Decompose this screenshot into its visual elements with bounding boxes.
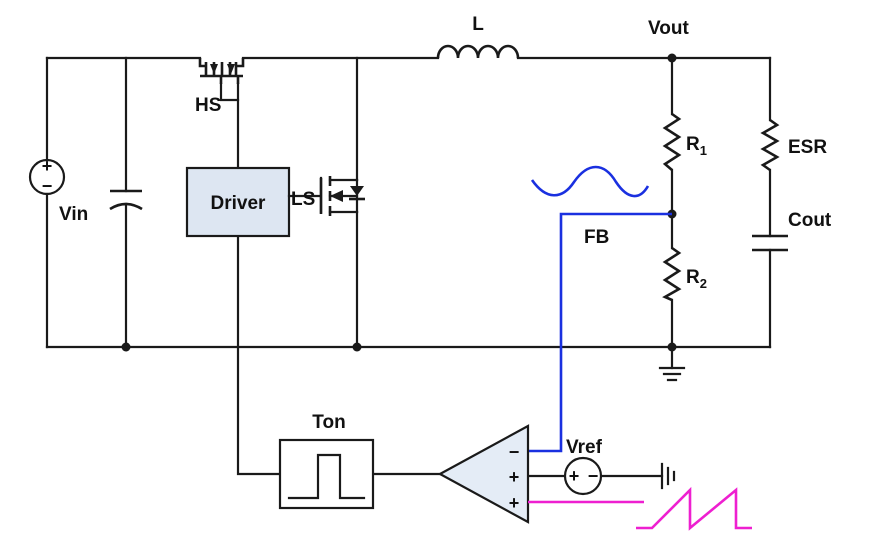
resistor-esr	[760, 118, 780, 172]
feedback-path	[528, 165, 672, 453]
inductor	[436, 44, 520, 59]
ls-mosfet	[287, 176, 365, 216]
svg-text:+: +	[509, 467, 520, 487]
hs-mosfet	[198, 58, 245, 84]
fb-label: FB	[584, 227, 609, 248]
svg-text:+: +	[42, 156, 53, 176]
ramp-sawtooth-waveform	[636, 486, 752, 531]
driver-block	[185, 166, 291, 238]
ton-pulse-icon	[287, 453, 366, 500]
svg-text:−: −	[588, 466, 599, 486]
ton-label: Ton	[312, 412, 345, 433]
comparator: − + +	[437, 424, 530, 524]
junction-dot	[121, 342, 131, 352]
ground-symbol	[658, 366, 686, 382]
vin-label: Vin	[59, 204, 88, 225]
driver-label: Driver	[211, 193, 267, 214]
vref-label: Vref	[566, 437, 603, 458]
hs-label: HS	[195, 95, 221, 116]
vout-label: Vout	[648, 18, 689, 39]
svg-text:−: −	[42, 176, 53, 196]
input-capacitor	[109, 189, 143, 211]
vref-source: + −	[563, 456, 603, 496]
inductor-label: L	[472, 14, 484, 35]
ramp-path	[528, 486, 752, 531]
r2-label: R2	[686, 267, 707, 291]
cout-label: Cout	[788, 210, 832, 231]
vin-source: + −	[28, 156, 66, 196]
junction-dot	[352, 342, 362, 352]
output-capacitor	[752, 234, 788, 252]
r1-label: R1	[686, 134, 707, 158]
resistor-r2	[662, 246, 682, 302]
resistor-r1	[662, 112, 682, 171]
junction-dot	[667, 53, 677, 63]
feedback-ripple-waveform	[530, 165, 650, 198]
junction-dot	[667, 342, 677, 352]
vref-ground-symbol	[660, 462, 676, 490]
esr-label: ESR	[788, 137, 827, 158]
ls-label: LS	[291, 189, 315, 210]
svg-text:−: −	[509, 442, 520, 462]
ton-block	[278, 438, 375, 510]
main-wiring	[45, 53, 772, 478]
svg-text:+: +	[509, 493, 520, 513]
svg-text:+: +	[569, 466, 580, 486]
